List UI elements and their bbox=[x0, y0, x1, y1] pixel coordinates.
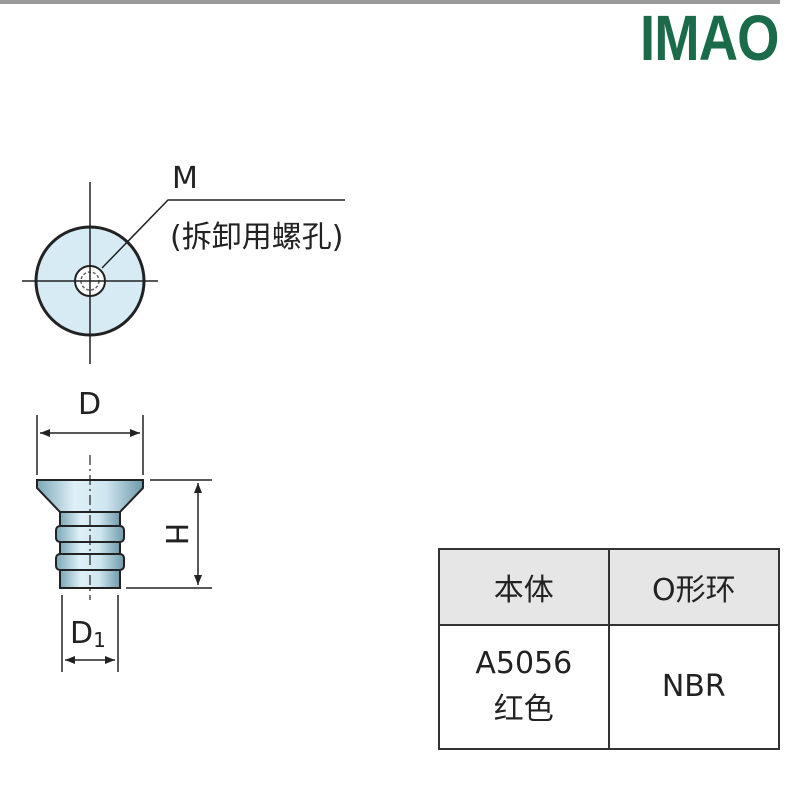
side-view bbox=[36, 415, 212, 672]
header-o-ring: O形环 bbox=[607, 548, 781, 626]
imao-logo: IMAO bbox=[640, 2, 779, 74]
thread-leader-line bbox=[101, 199, 345, 269]
dim-H-arrow-top bbox=[194, 483, 202, 493]
cell-body-material: A5056 红色 bbox=[438, 624, 610, 750]
dim-D1-subscript: 1 bbox=[93, 628, 106, 652]
dim-D1-base: D bbox=[70, 616, 93, 651]
thread-label: M bbox=[172, 161, 198, 196]
dim-D-label: D bbox=[78, 387, 101, 422]
header-body: 本体 bbox=[438, 548, 610, 626]
dim-D-arrow-right bbox=[130, 429, 140, 437]
dim-D1-arrow-left bbox=[65, 656, 75, 664]
material-table: 本体 O形环 A5056 红色 NBR bbox=[438, 548, 781, 750]
body-material: A5056 bbox=[475, 646, 573, 681]
body-color: 红色 bbox=[493, 692, 554, 727]
dim-D1-arrow-right bbox=[105, 656, 115, 664]
dim-H-arrow-bottom bbox=[194, 575, 202, 585]
table-header-row: 本体 O形环 bbox=[438, 548, 781, 626]
dim-D-arrow-left bbox=[40, 429, 50, 437]
cell-o-ring-material: NBR bbox=[607, 624, 781, 750]
dim-D1-label: D1 bbox=[70, 616, 106, 652]
top-view bbox=[22, 182, 345, 364]
table-row: A5056 红色 NBR bbox=[438, 624, 781, 750]
dim-H-label: H bbox=[158, 523, 193, 546]
top-rule bbox=[0, 0, 780, 4]
thread-note: (拆卸用螺孔) bbox=[170, 220, 343, 255]
